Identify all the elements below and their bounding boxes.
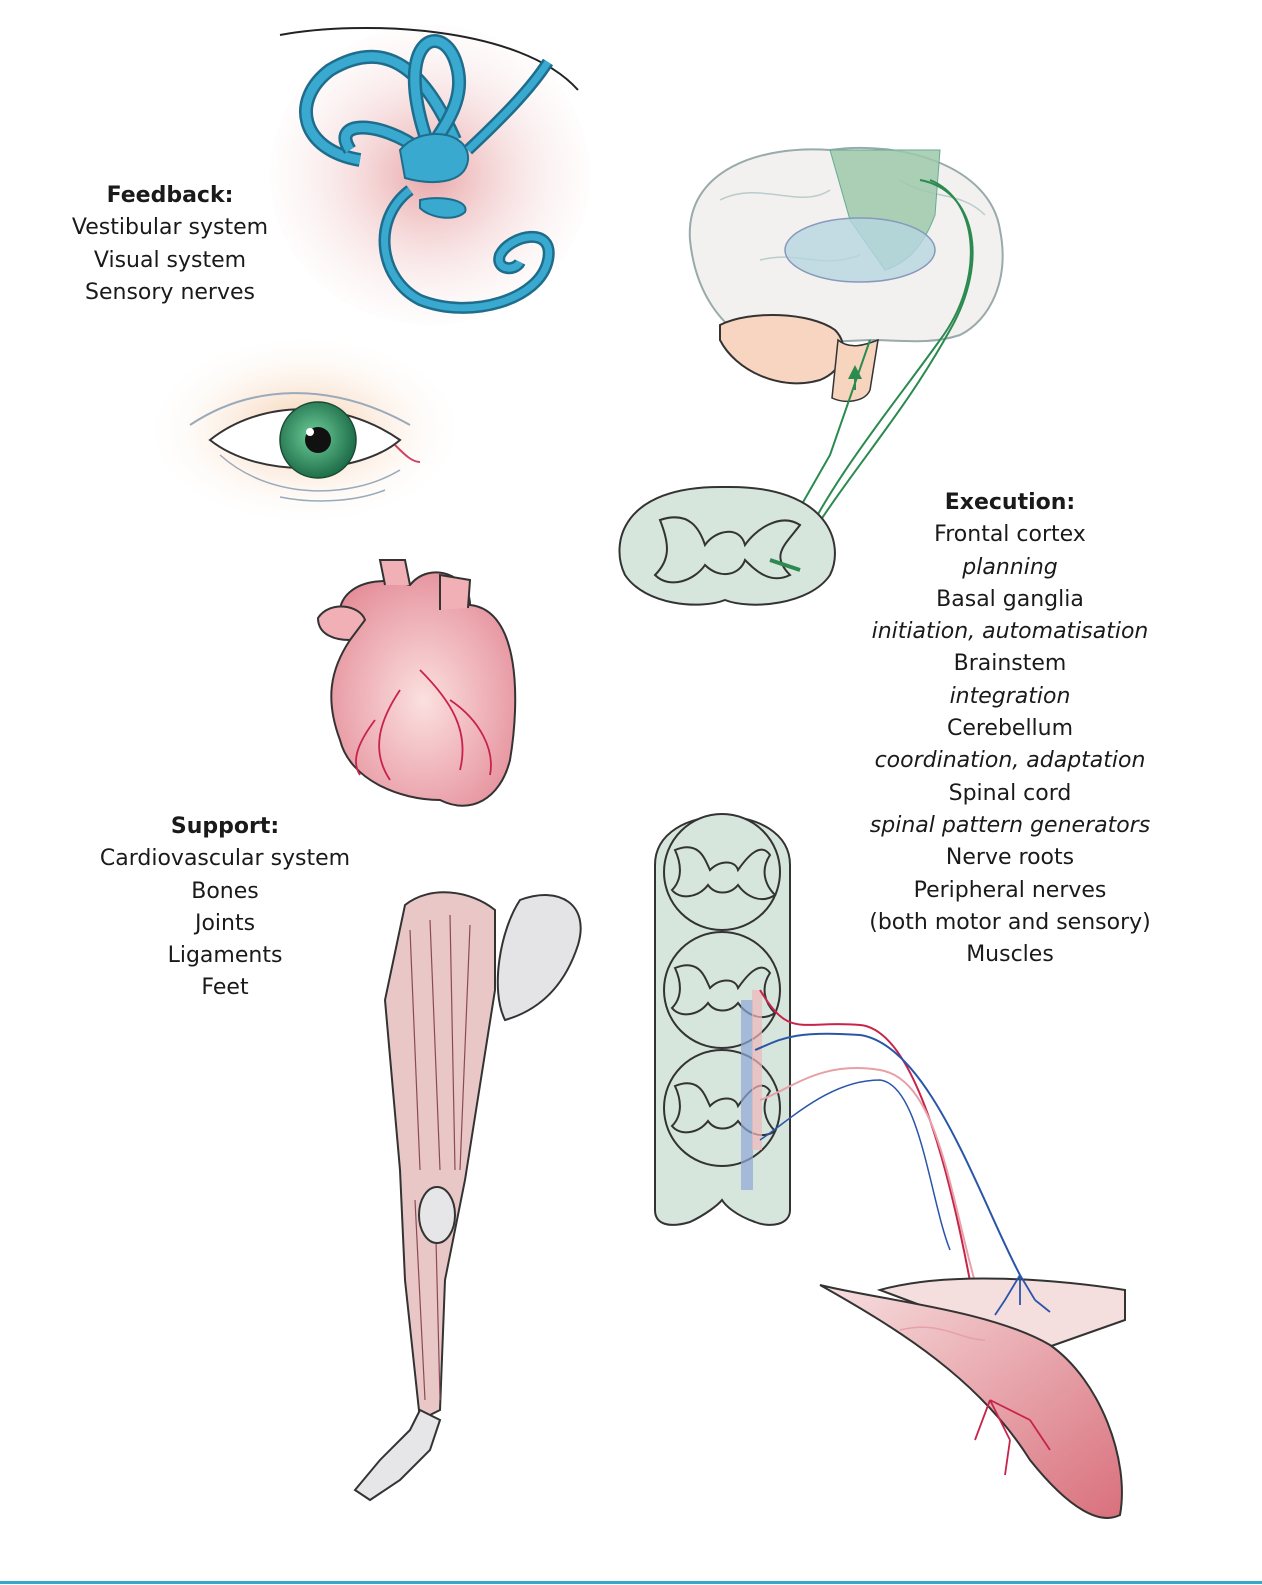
execution-line: Nerve roots bbox=[945, 845, 1075, 871]
heart-icon bbox=[316, 559, 517, 807]
execution-line: Spinal cord bbox=[948, 780, 1072, 806]
feedback-item: Vestibular system bbox=[71, 215, 269, 241]
execution-line: initiation, automatisation bbox=[871, 619, 1149, 645]
feedback-caption: Feedback: Vestibular system Visual syste… bbox=[40, 180, 300, 309]
muscle-nerve-icon bbox=[819, 1274, 1126, 1519]
eye-icon bbox=[155, 340, 455, 520]
support-item: Bones bbox=[191, 878, 259, 904]
spinal-cord-segments-icon bbox=[654, 813, 1021, 1401]
support-heading: Support: bbox=[170, 814, 280, 839]
execution-line: Muscles bbox=[966, 942, 1054, 968]
execution-line: Basal ganglia bbox=[936, 586, 1084, 612]
execution-line: Peripheral nerves bbox=[913, 877, 1107, 903]
execution-line: integration bbox=[949, 683, 1071, 709]
support-item: Cardiovascular system bbox=[99, 846, 351, 872]
support-caption: Support: Cardiovascular system Bones Joi… bbox=[90, 811, 360, 1005]
execution-line: (both motor and sensory) bbox=[869, 909, 1151, 935]
leg-skeleton-muscle-icon bbox=[353, 891, 582, 1502]
inner-ear-icon bbox=[270, 25, 590, 325]
execution-line: Frontal cortex bbox=[934, 522, 1086, 548]
execution-line: Cerebellum bbox=[946, 716, 1074, 742]
support-item: Feet bbox=[201, 975, 249, 1001]
execution-line: Brainstem bbox=[953, 651, 1067, 677]
execution-line: coordination, adaptation bbox=[874, 748, 1146, 774]
support-item: Ligaments bbox=[167, 943, 283, 969]
feedback-item: Sensory nerves bbox=[85, 279, 255, 305]
execution-heading: Execution: bbox=[944, 490, 1076, 515]
execution-line: planning bbox=[962, 554, 1058, 580]
bottom-divider bbox=[0, 1581, 1262, 1584]
execution-caption: Execution: Frontal cortex planning Basal… bbox=[860, 487, 1160, 971]
feedback-item: Visual system bbox=[93, 247, 247, 273]
spinal-cord-section-icon bbox=[618, 485, 836, 606]
brain-icon bbox=[688, 146, 1004, 569]
support-item: Joints bbox=[194, 910, 256, 936]
feedback-heading: Feedback: bbox=[106, 183, 234, 208]
execution-line: spinal pattern generators bbox=[869, 812, 1151, 838]
